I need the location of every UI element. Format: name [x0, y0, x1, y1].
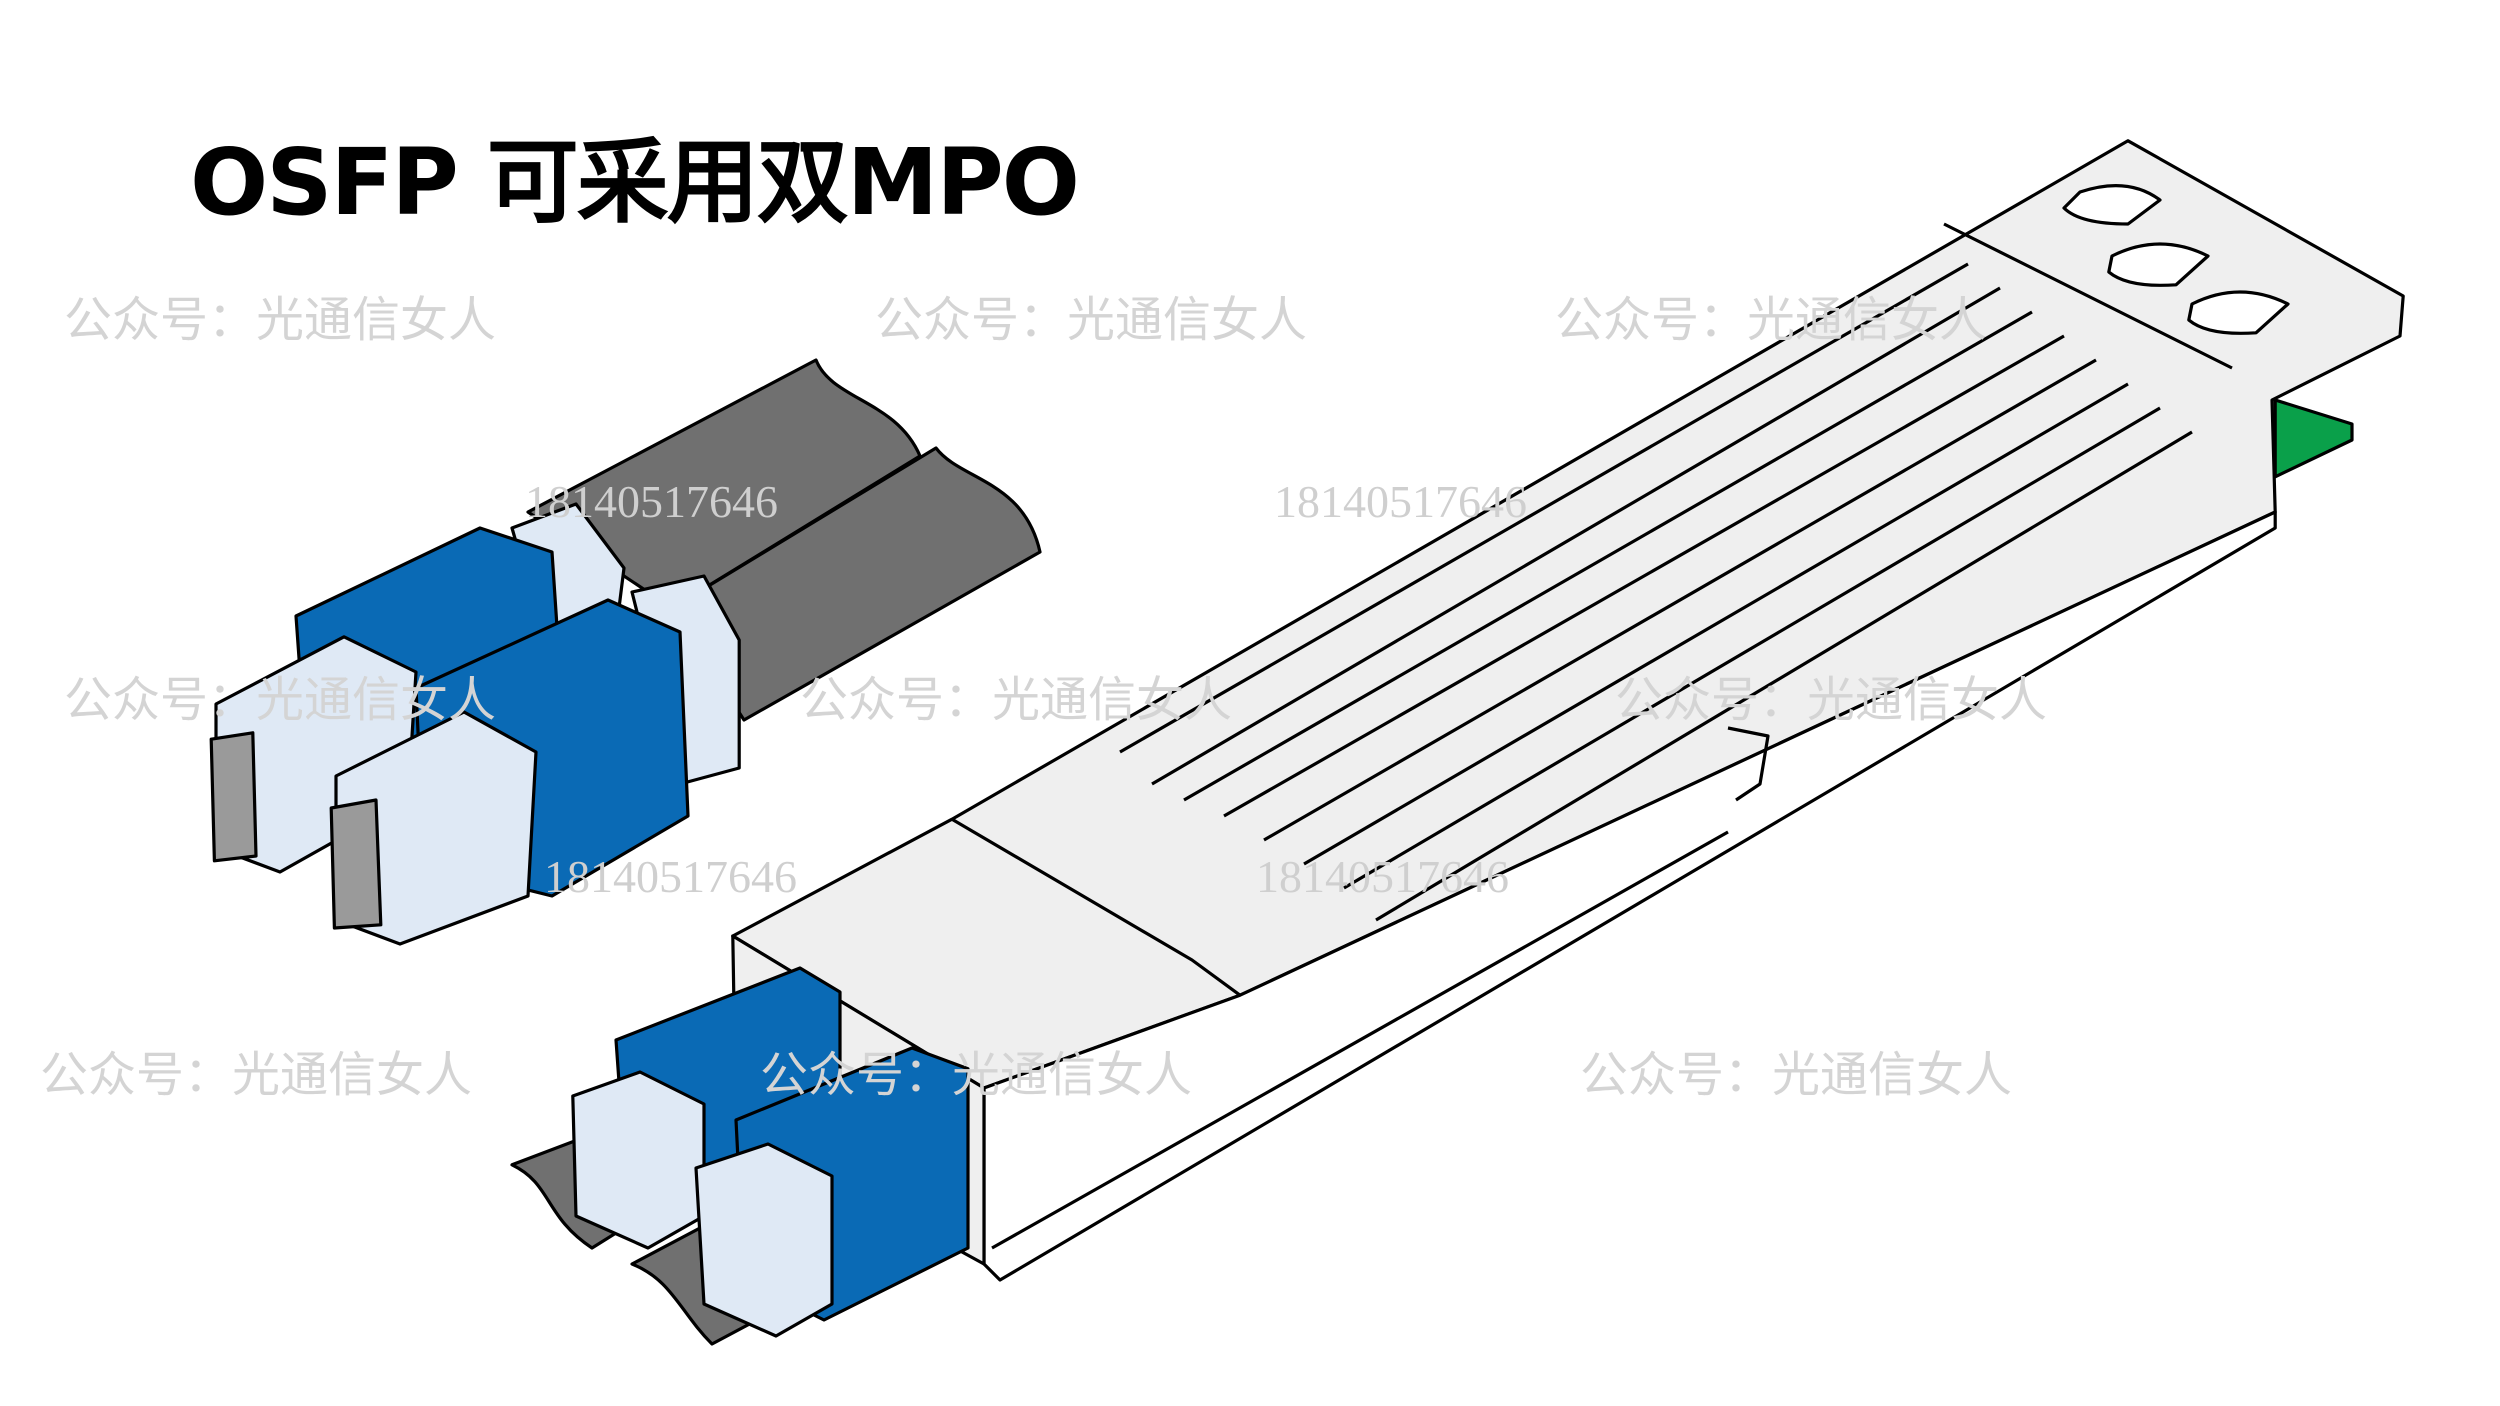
watermark-number: 18140517646: [1256, 851, 1509, 902]
pull-tab-green: [2273, 398, 2354, 479]
watermark-number: 18140517646: [1274, 476, 1527, 527]
watermark-number: 18140517646: [525, 476, 778, 527]
loose-mpo-cables: [526, 358, 1042, 722]
watermark: 公众号：光通信女人: [1615, 672, 2048, 728]
heatsink-fins: [1119, 262, 2193, 922]
inserted-mpo-connector-2: [694, 1046, 970, 1338]
watermark: 公众号：光通信女人: [64, 292, 497, 348]
watermark: 公众号：光通信女人: [40, 1047, 473, 1103]
watermark: 公众号：光通信女人: [64, 672, 497, 728]
watermark: 公众号：光通信女人: [1580, 1047, 2013, 1103]
watermark: 公众号：光通信女人: [875, 292, 1308, 348]
osfp-module-body: [731, 139, 2405, 1282]
watermark: 公众号：光通信女人: [800, 672, 1233, 728]
watermark-number: 18140517646: [544, 851, 797, 902]
watermark: 公众号：光通信女人: [1555, 292, 1988, 348]
watermark: 公众号：光通信女人: [760, 1047, 1193, 1103]
page-title: OSFP 可采用双MPO: [190, 129, 1080, 236]
loose-mpo-connector-2: [329, 574, 741, 946]
